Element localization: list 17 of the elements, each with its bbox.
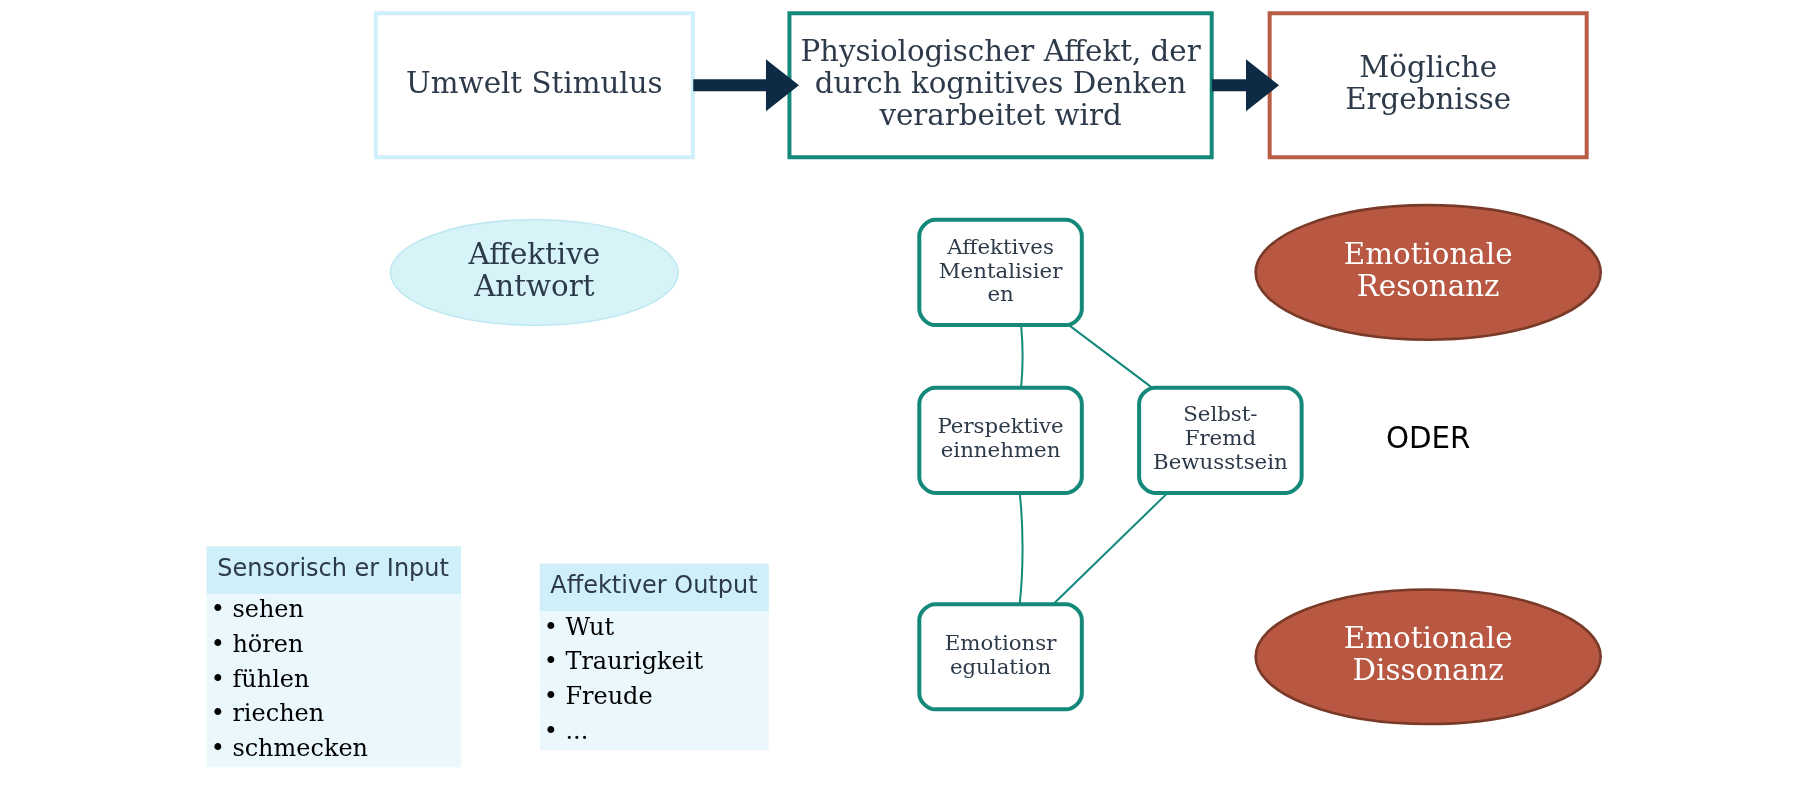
node-box: Physiologischer Affekt, der durch kognitives Denken verarbeitet wird [786,11,1214,160]
node-box: Umwelt Stimulus [373,11,695,160]
node-box: Selbst- Fremd Bewusstsein [1136,385,1304,495]
node-ellipse: Emotionale Dissonanz [1253,588,1602,726]
connector [1067,324,1153,389]
connector [1018,492,1024,605]
arrow [1211,59,1279,112]
node-box: Perspektive einnehmen [916,385,1084,495]
node-box: Mögliche Ergebnisse [1267,11,1589,160]
node-box: Affektives Mentalisier en [916,217,1084,328]
label: ODER [1385,420,1470,455]
connector [1019,324,1024,389]
node-ellipse: Emotionale Resonanz [1253,203,1602,342]
arrow [692,59,799,112]
node-box: Emotionsr egulation [916,602,1084,712]
connector [1052,492,1168,605]
node-ellipse: Affektive Antwort [389,218,679,326]
